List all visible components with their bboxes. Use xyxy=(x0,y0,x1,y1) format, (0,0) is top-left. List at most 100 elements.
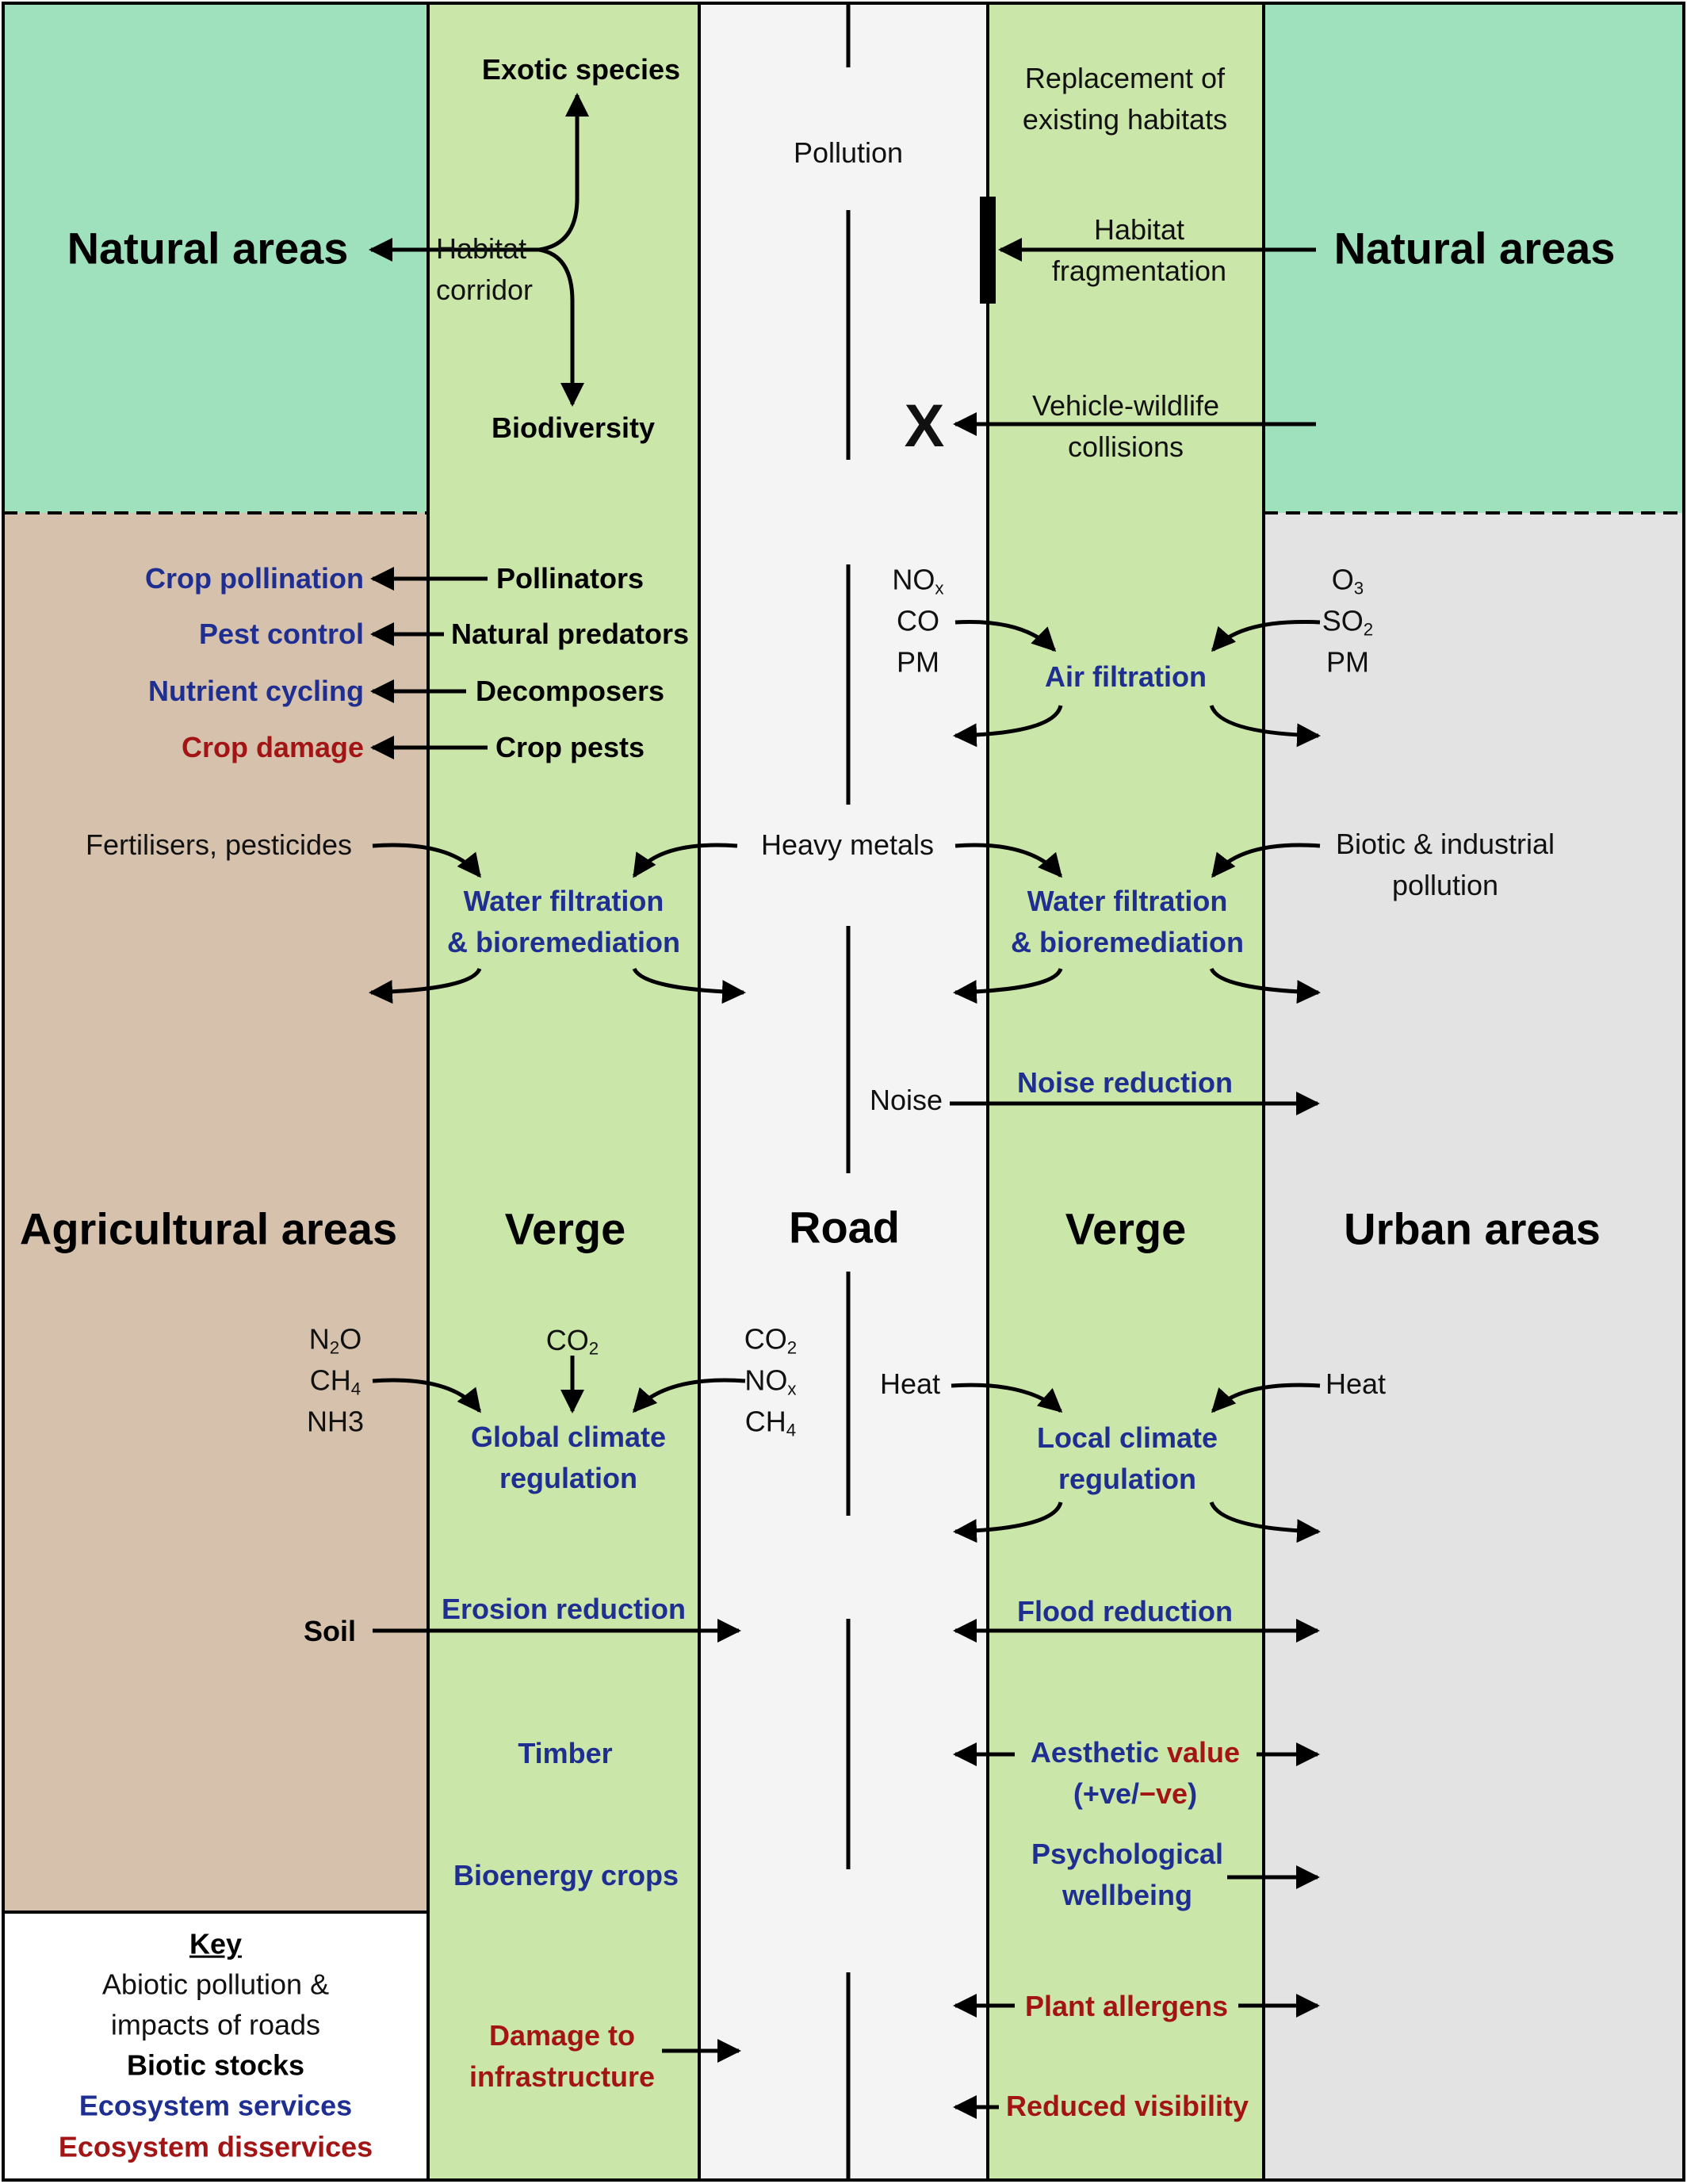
collisions-line-1: Vehicle-wildlife xyxy=(1031,388,1220,422)
water-left-line-2: & bioremediation xyxy=(446,926,681,958)
label-fertilisers-pesticides: Fertilisers, pesticides xyxy=(85,828,353,861)
collision-x-icon: X xyxy=(904,392,945,460)
label-exotic-species: Exotic species xyxy=(481,52,681,86)
label-crop-damage: Crop damage xyxy=(181,730,364,763)
label-water-filtration-left: Water filtration & bioremediation xyxy=(447,881,680,963)
region-urban: Urban areas xyxy=(1344,1203,1601,1254)
key-abiotic-line-1: Abiotic pollution & xyxy=(101,1968,330,2001)
label-biodiversity: Biodiversity xyxy=(491,411,656,444)
label-pest-control: Pest control xyxy=(198,617,364,650)
key-box xyxy=(3,1912,428,2180)
key-ecosystem-disservices: Ecosystem disservices xyxy=(58,2130,373,2163)
label-reduced-visibility: Reduced visibility xyxy=(1005,2089,1249,2122)
label-agri-greenhouse-gases: N2O CH4 NH3 xyxy=(307,1319,364,1444)
arrow-heavy-metals-right-in xyxy=(954,843,1062,878)
pollutant-pm: PM xyxy=(897,646,939,679)
natural-area-right xyxy=(1264,3,1684,513)
label-natural-predators: Natural predators xyxy=(450,617,690,650)
label-aesthetic-value: Aesthetic value (+ve/−ve) xyxy=(1031,1732,1240,1815)
arrow-biodiversity xyxy=(538,247,584,407)
label-replacement-habitats: Replacement of existing habitats xyxy=(1023,58,1227,140)
label-verge-co2: CO2 xyxy=(545,1323,599,1359)
arrow-urban-air-in xyxy=(1211,619,1321,652)
global-climate-line-2: regulation xyxy=(499,1462,638,1494)
fragmentation-line-1: Habitat xyxy=(1093,212,1185,246)
legend-key: Key Abiotic pollution & impacts of roads… xyxy=(59,1924,373,2167)
global-climate-line-1: Global climate xyxy=(470,1420,667,1453)
psych-line-1: Psychological xyxy=(1031,1837,1224,1870)
urban-inputs-line-1: Biotic & industrial xyxy=(1335,827,1555,860)
label-vehicle-collisions: Vehicle-wildlife collisions xyxy=(1032,385,1219,468)
label-bioenergy-crops: Bioenergy crops xyxy=(453,1858,679,1891)
fragmentation-barrier xyxy=(980,197,996,304)
label-road-greenhouse-gases: CO2 NOx CH4 xyxy=(744,1319,797,1444)
gas-co2-road: CO2 xyxy=(744,1322,798,1358)
region-road: Road xyxy=(789,1202,900,1253)
habitat-corridor-line-1: Habitat xyxy=(436,231,527,265)
collisions-line-2: collisions xyxy=(1067,430,1184,463)
label-water-filtration-right: Water filtration & bioremediation xyxy=(1011,881,1244,963)
agricultural-area xyxy=(3,513,428,1912)
label-erosion-reduction: Erosion reduction xyxy=(441,1592,687,1625)
label-heat-urban: Heat xyxy=(1325,1367,1387,1400)
arrow-local-out-urban xyxy=(1209,1501,1321,1543)
arrow-biotic-pollution-in xyxy=(1211,843,1321,878)
region-natural-left: Natural areas xyxy=(67,223,349,273)
arrow-air-out-road xyxy=(953,705,1063,748)
arrow-water-right-out-urban xyxy=(1209,967,1321,1004)
arrow-road-gases-in xyxy=(633,1378,746,1413)
label-damage-to-infrastructure: Damage to infrastructure xyxy=(469,2015,655,2098)
key-abiotic-line-2: impacts of roads xyxy=(110,2008,321,2041)
label-urban-air-pollutants: O3 SO2 PM xyxy=(1322,560,1373,684)
pollutant-nox: NOx xyxy=(892,563,944,599)
label-timber: Timber xyxy=(518,1736,613,1769)
label-plant-allergens: Plant allergens xyxy=(1024,1989,1229,2022)
natural-area-left xyxy=(3,3,428,513)
damage-line-1: Damage to xyxy=(488,2018,636,2052)
pollutant-co: CO xyxy=(897,604,939,637)
label-pollution: Pollution xyxy=(793,136,904,169)
label-decomposers: Decomposers xyxy=(475,674,665,707)
label-habitat-corridor: Habitat corridor xyxy=(436,228,533,311)
local-climate-line-1: Local climate xyxy=(1036,1421,1218,1454)
label-flood-reduction: Flood reduction xyxy=(1017,1594,1233,1627)
replacement-line-2: existing habitats xyxy=(1022,103,1228,136)
arrow-water-left-out-agri xyxy=(369,967,482,1004)
road-surface xyxy=(699,3,988,2180)
verge-left xyxy=(428,3,699,2180)
region-natural-right: Natural areas xyxy=(1333,223,1616,273)
label-noise-reduction: Noise reduction xyxy=(1016,1065,1234,1099)
gas-ch4-road: CH4 xyxy=(744,1406,797,1440)
damage-line-2: infrastructure xyxy=(469,2060,656,2093)
key-biotic-stocks: Biotic stocks xyxy=(126,2049,305,2082)
key-title: Key xyxy=(189,1927,243,1960)
label-habitat-fragmentation: Habitat fragmentation xyxy=(1052,209,1226,292)
habitat-corridor-line-2: corridor xyxy=(436,273,534,306)
label-global-climate-regulation: Global climate regulation xyxy=(471,1417,666,1499)
region-verge-right: Verge xyxy=(1065,1203,1187,1254)
arrow-agri-gases-in xyxy=(372,1378,481,1413)
label-nutrient-cycling: Nutrient cycling xyxy=(147,674,364,707)
label-crop-pollination: Crop pollination xyxy=(145,561,364,595)
label-noise: Noise xyxy=(869,1083,943,1116)
label-biotic-industrial-pollution: Biotic & industrial pollution xyxy=(1336,824,1555,906)
label-air-filtration: Air filtration xyxy=(1045,660,1207,693)
gas-ch4: CH4 xyxy=(309,1364,362,1399)
arrow-heat-urban-in xyxy=(1211,1383,1321,1413)
arrow-exotic-species xyxy=(538,93,589,252)
arrow-road-air-in xyxy=(954,619,1057,652)
arrow-air-out-urban xyxy=(1209,704,1321,748)
psych-line-2: wellbeing xyxy=(1062,1879,1193,1911)
label-heat-road: Heat xyxy=(879,1367,941,1400)
pollutant-pm-urban: PM xyxy=(1326,646,1369,679)
gas-nh3: NH3 xyxy=(306,1406,365,1439)
pollutant-so2: SO2 xyxy=(1322,604,1374,640)
water-left-line-1: Water filtration xyxy=(463,884,664,917)
fragmentation-line-2: fragmentation xyxy=(1051,254,1227,287)
arrow-water-left-out-road xyxy=(632,967,746,1004)
urban-inputs-line-2: pollution xyxy=(1391,869,1499,901)
aesthetic-line-1: Aesthetic value xyxy=(1030,1735,1241,1769)
arrow-water-right-out-road xyxy=(953,967,1063,1004)
